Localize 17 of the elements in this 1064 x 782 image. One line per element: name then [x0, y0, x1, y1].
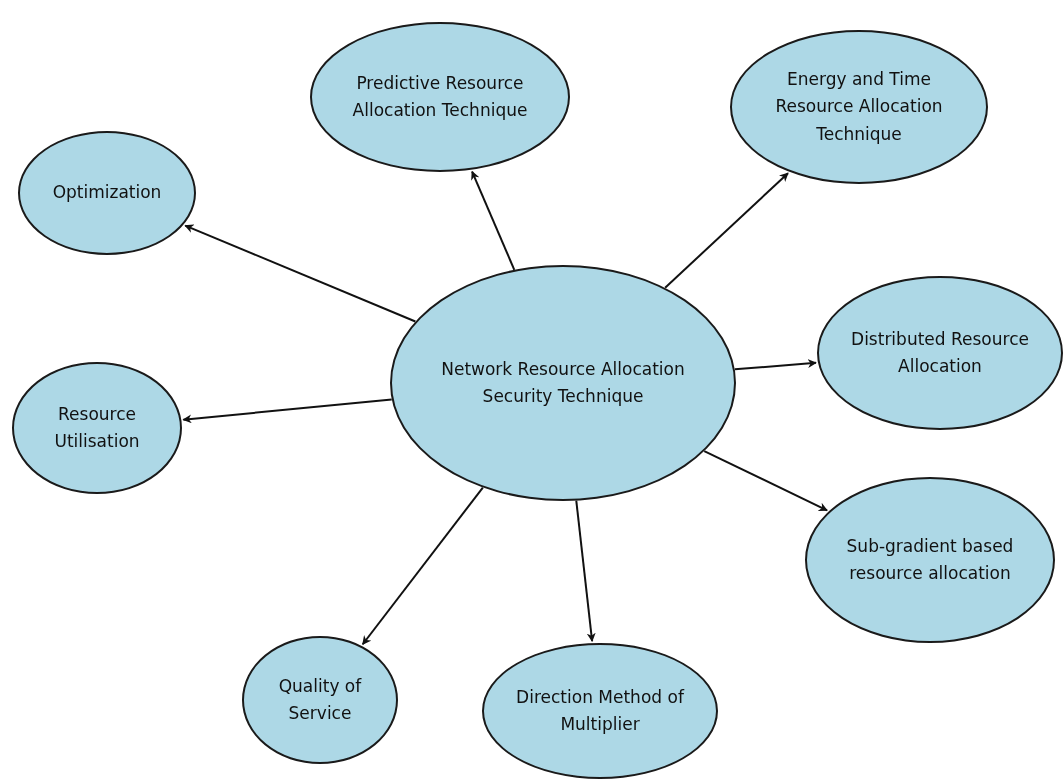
node-label: Quality of Service — [277, 674, 363, 725]
arrow — [361, 486, 484, 646]
arrow — [471, 170, 516, 271]
arrow — [703, 450, 829, 512]
node-label: Optimization — [52, 181, 162, 205]
node-label: Sub-gradient based resource allocation — [845, 534, 1015, 585]
arrow — [733, 359, 817, 371]
arrow — [182, 398, 393, 424]
arrow — [664, 172, 789, 289]
node-label: Predictive Resource Allocation Technique — [351, 71, 529, 122]
arrow — [575, 499, 596, 643]
node-label: Distributed Resource Allocation — [850, 327, 1030, 378]
node-label: Resource Utilisation — [53, 402, 141, 453]
node-label: Network Resource Allocation Security Technique — [440, 357, 686, 408]
node-label: Energy and Time Resource Allocation Technique — [774, 68, 944, 146]
arrow — [184, 224, 417, 323]
node-label: Direction Method of Multiplier — [515, 685, 686, 736]
